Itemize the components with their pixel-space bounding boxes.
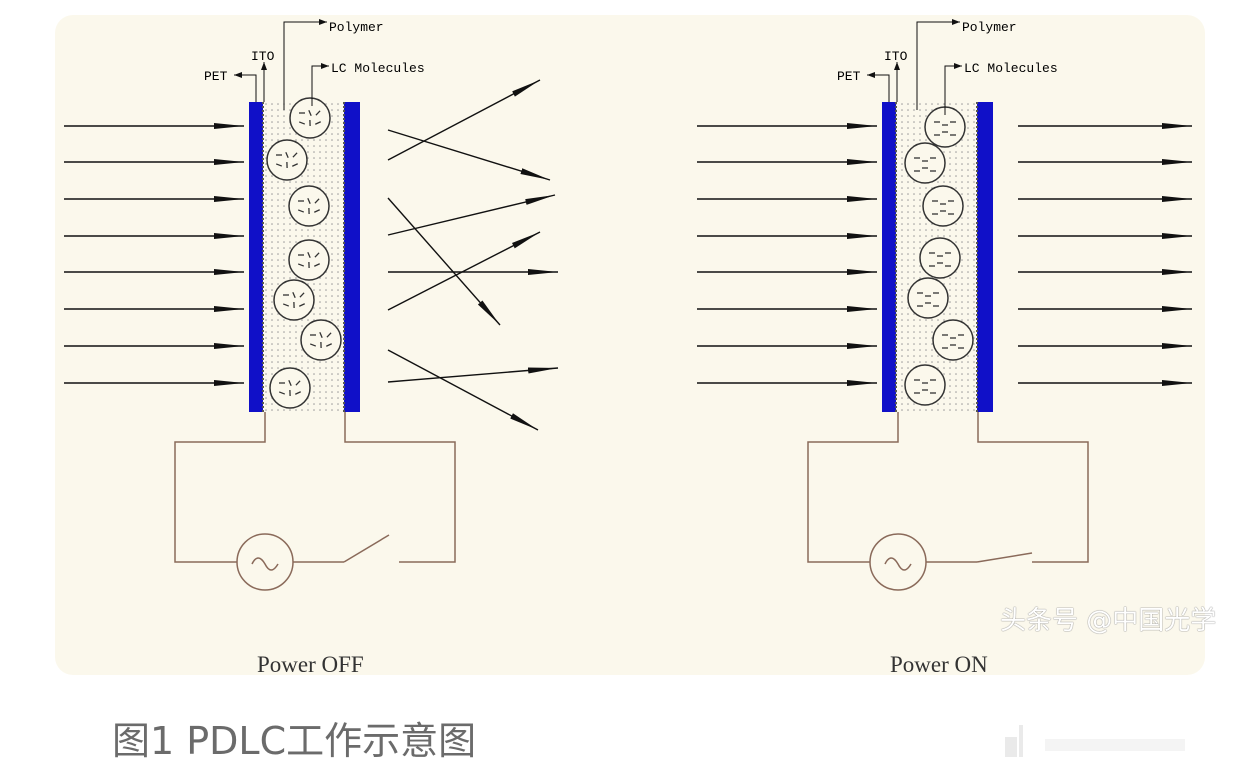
- watermark: 头条号 @中国光学: [1000, 606, 1217, 636]
- lc-molecule: [278, 391, 286, 395]
- lc-label: LC Molecules: [964, 61, 1058, 76]
- lc-callout: [944, 63, 962, 115]
- lc-droplet: [288, 185, 330, 227]
- lc-callout: [311, 63, 329, 106]
- light-ray-arrow: [387, 367, 559, 383]
- lc-molecule: [315, 110, 321, 116]
- pet-callout: [234, 72, 257, 102]
- lc-molecule: [297, 263, 305, 267]
- lc-molecule: [314, 263, 320, 267]
- lc-molecule: [314, 198, 320, 204]
- lc-molecule: [315, 121, 321, 125]
- lc-molecule: [299, 303, 305, 307]
- lc-molecule: [307, 197, 311, 205]
- pet-layer-left: [882, 102, 896, 412]
- lc-molecule: [307, 251, 311, 259]
- lc-molecule: [295, 380, 301, 386]
- light-ray-arrow: [387, 194, 556, 236]
- ito-label: ITO: [251, 49, 275, 64]
- lc-molecule: [326, 343, 332, 347]
- diagram-panel: [55, 15, 1205, 675]
- ac-sine-icon: [884, 557, 912, 571]
- lc-molecule: [308, 109, 312, 117]
- switch-open: [343, 534, 390, 563]
- circuit-wire: [807, 412, 899, 563]
- circuit-wire: [174, 412, 266, 563]
- lc-molecule: [297, 209, 305, 213]
- pet-label: PET: [204, 69, 228, 84]
- ac-sine-icon: [251, 557, 279, 571]
- lc-molecule: [292, 152, 298, 158]
- light-ray-arrow: [387, 197, 501, 326]
- lc-droplet: [907, 277, 949, 319]
- lc-droplet: [904, 364, 946, 406]
- lc-droplet: [288, 239, 330, 281]
- lc-molecule: [292, 291, 296, 299]
- lc-molecule: [326, 332, 332, 338]
- light-ray-arrow: [387, 79, 541, 161]
- pet-label: PET: [837, 69, 861, 84]
- lc-droplet: [273, 279, 315, 321]
- state-label: Power ON: [890, 652, 988, 677]
- lc-molecule: [299, 292, 305, 298]
- lc-droplet: [922, 185, 964, 227]
- polymer-label: Polymer: [329, 20, 384, 35]
- ac-source: [869, 533, 927, 591]
- switch-closed: [976, 552, 1033, 563]
- lc-droplet: [904, 142, 946, 184]
- lc-droplet: [266, 139, 308, 181]
- lc-molecule: [314, 252, 320, 258]
- ito-label: ITO: [884, 49, 908, 64]
- lc-molecule: [275, 163, 283, 167]
- lc-molecule: [292, 163, 298, 167]
- light-ray-arrow: [387, 231, 541, 311]
- state-label: Power OFF: [257, 652, 364, 677]
- light-ray-arrow: [387, 129, 551, 181]
- polymer-label: Polymer: [962, 20, 1017, 35]
- light-ray-arrow: [387, 349, 539, 431]
- lc-droplet: [932, 319, 974, 361]
- lc-molecule: [319, 331, 323, 339]
- lc-droplet: [300, 319, 342, 361]
- lc-molecule: [298, 121, 306, 125]
- pet-callout: [867, 72, 890, 102]
- lc-droplet: [269, 367, 311, 409]
- pet-layer-right: [344, 102, 360, 412]
- lc-molecule: [282, 303, 290, 307]
- polymer-callout: [283, 19, 327, 110]
- figure-caption: 图1 PDLC工作示意图: [112, 719, 477, 763]
- pet-layer-right: [977, 102, 993, 412]
- lc-molecule: [295, 391, 301, 395]
- circuit-wire: [344, 412, 456, 563]
- faded-toolbar-icon: [1005, 725, 1185, 757]
- lc-molecule: [309, 343, 317, 347]
- lc-molecule: [314, 209, 320, 213]
- polymer-callout: [916, 19, 960, 110]
- lc-droplet: [919, 237, 961, 279]
- lc-molecule: [288, 379, 292, 387]
- lc-molecule: [285, 151, 289, 159]
- pet-layer-left: [249, 102, 263, 412]
- ac-source: [236, 533, 294, 591]
- circuit-wire: [977, 412, 1089, 563]
- lc-label: LC Molecules: [331, 61, 425, 76]
- lc-droplet: [289, 97, 331, 139]
